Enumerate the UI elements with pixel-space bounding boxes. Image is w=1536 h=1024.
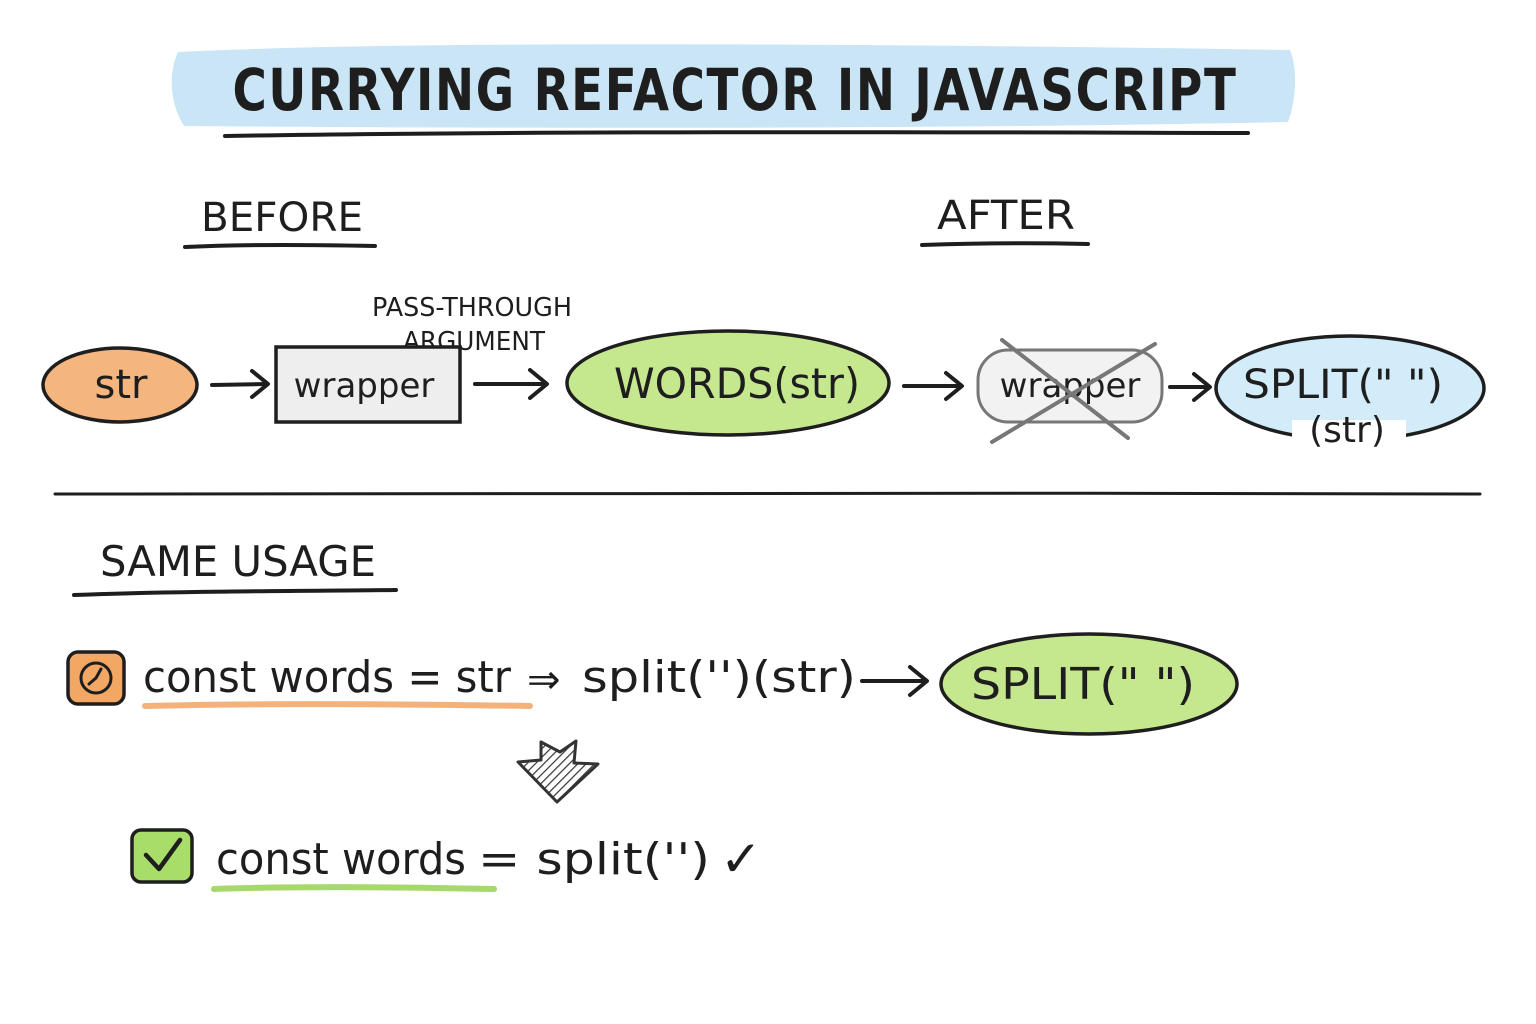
same-usage-label: SAME USAGE <box>100 537 376 586</box>
code-after-underline <box>211 884 497 892</box>
result-node <box>939 632 1239 736</box>
timer-icon-dial <box>79 661 113 695</box>
title-underline <box>223 130 1250 138</box>
arrow-code-to-result <box>860 665 929 697</box>
code-after-part2: = split('') <box>478 834 710 885</box>
after-heading: AFTER <box>920 193 1090 247</box>
arrow-removed-to-split <box>1168 372 1212 402</box>
str-node-label: str <box>95 362 149 408</box>
code-before-arrow: ⇒ <box>527 657 561 703</box>
same-usage-heading: SAME USAGE <box>72 537 398 597</box>
words-node-label: WORDS(str) <box>614 359 860 408</box>
arrow-str-to-wrapper <box>210 369 270 399</box>
before-heading: BEFORE <box>183 195 377 249</box>
removed-wrapper-label: wrapper <box>1000 366 1141 406</box>
code-after-part1: const words <box>216 834 466 885</box>
before-label: BEFORE <box>201 195 363 241</box>
code-after-line: const words = split('') ✓ <box>130 828 762 892</box>
title-block: CURRYING REFACTOR IN JAVASCRIPT <box>171 44 1296 138</box>
checkbox-check-icon <box>130 828 194 884</box>
arrow-wrapper-to-words <box>473 368 549 400</box>
str-node <box>41 346 199 424</box>
checkbox-checkmark <box>143 837 183 872</box>
wrapper-box <box>274 345 462 424</box>
cross-out-icon <box>990 338 1157 444</box>
code-before-part2: split('')(str) <box>582 652 856 703</box>
after-underline <box>920 241 1090 247</box>
before-underline <box>183 243 377 249</box>
split-node-label: SPLIT(" ") <box>1243 362 1443 408</box>
section-divider <box>53 491 1482 496</box>
code-before-underline <box>142 701 533 709</box>
wrapper-label: wrapper <box>294 366 435 406</box>
before-flow: str wrapper WORDS(str) <box>41 329 891 437</box>
page-title: CURRYING REFACTOR IN JAVASCRIPT <box>233 56 1238 124</box>
pass-through-label: PASS-THROUGH <box>372 293 572 323</box>
words-node <box>565 329 891 437</box>
title-highlight <box>171 44 1296 128</box>
timer-icon-hands <box>87 667 103 686</box>
split-node-gap <box>1292 420 1406 452</box>
success-check-icon: ✓ <box>720 830 762 888</box>
code-before-line: const words = str ⇒ split('')(str) SPLIT… <box>66 632 1239 736</box>
arrow-words-to-removed <box>902 371 964 401</box>
split-node-sublabel: (str) <box>1309 410 1385 451</box>
code-before-part1: const words = str <box>143 652 512 703</box>
after-label: AFTER <box>937 193 1075 239</box>
same-usage-underline <box>72 588 398 597</box>
result-node-label: SPLIT(" ") <box>971 659 1195 710</box>
down-arrow-icon <box>516 739 600 804</box>
after-flow: wrapper SPLIT(" ") (str) <box>902 334 1486 452</box>
